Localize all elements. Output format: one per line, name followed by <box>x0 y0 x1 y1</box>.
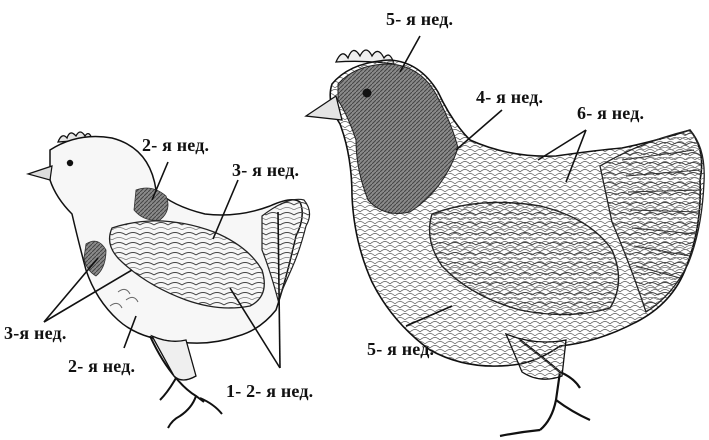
small-chick-eye <box>67 160 73 166</box>
label-small-neck: 2- я нед. <box>142 136 209 154</box>
large-chick-eye <box>363 89 372 98</box>
label-small-breast: 3-я нед. <box>4 324 67 342</box>
label-large-head: 5- я нед. <box>386 10 453 28</box>
label-large-back: 6- я нед. <box>577 104 644 122</box>
leader-small-breast-1 <box>44 258 98 322</box>
large-chick <box>306 50 704 436</box>
label-large-wing: 5- я нед. <box>367 340 434 358</box>
label-small-wing: 1- 2- я нед. <box>226 382 313 400</box>
label-large-neck: 4- я нед. <box>476 88 543 106</box>
small-chick-beak <box>28 166 52 180</box>
large-chick-beak <box>306 96 342 120</box>
label-small-belly: 2- я нед. <box>68 357 135 375</box>
label-small-back: 3- я нед. <box>232 161 299 179</box>
